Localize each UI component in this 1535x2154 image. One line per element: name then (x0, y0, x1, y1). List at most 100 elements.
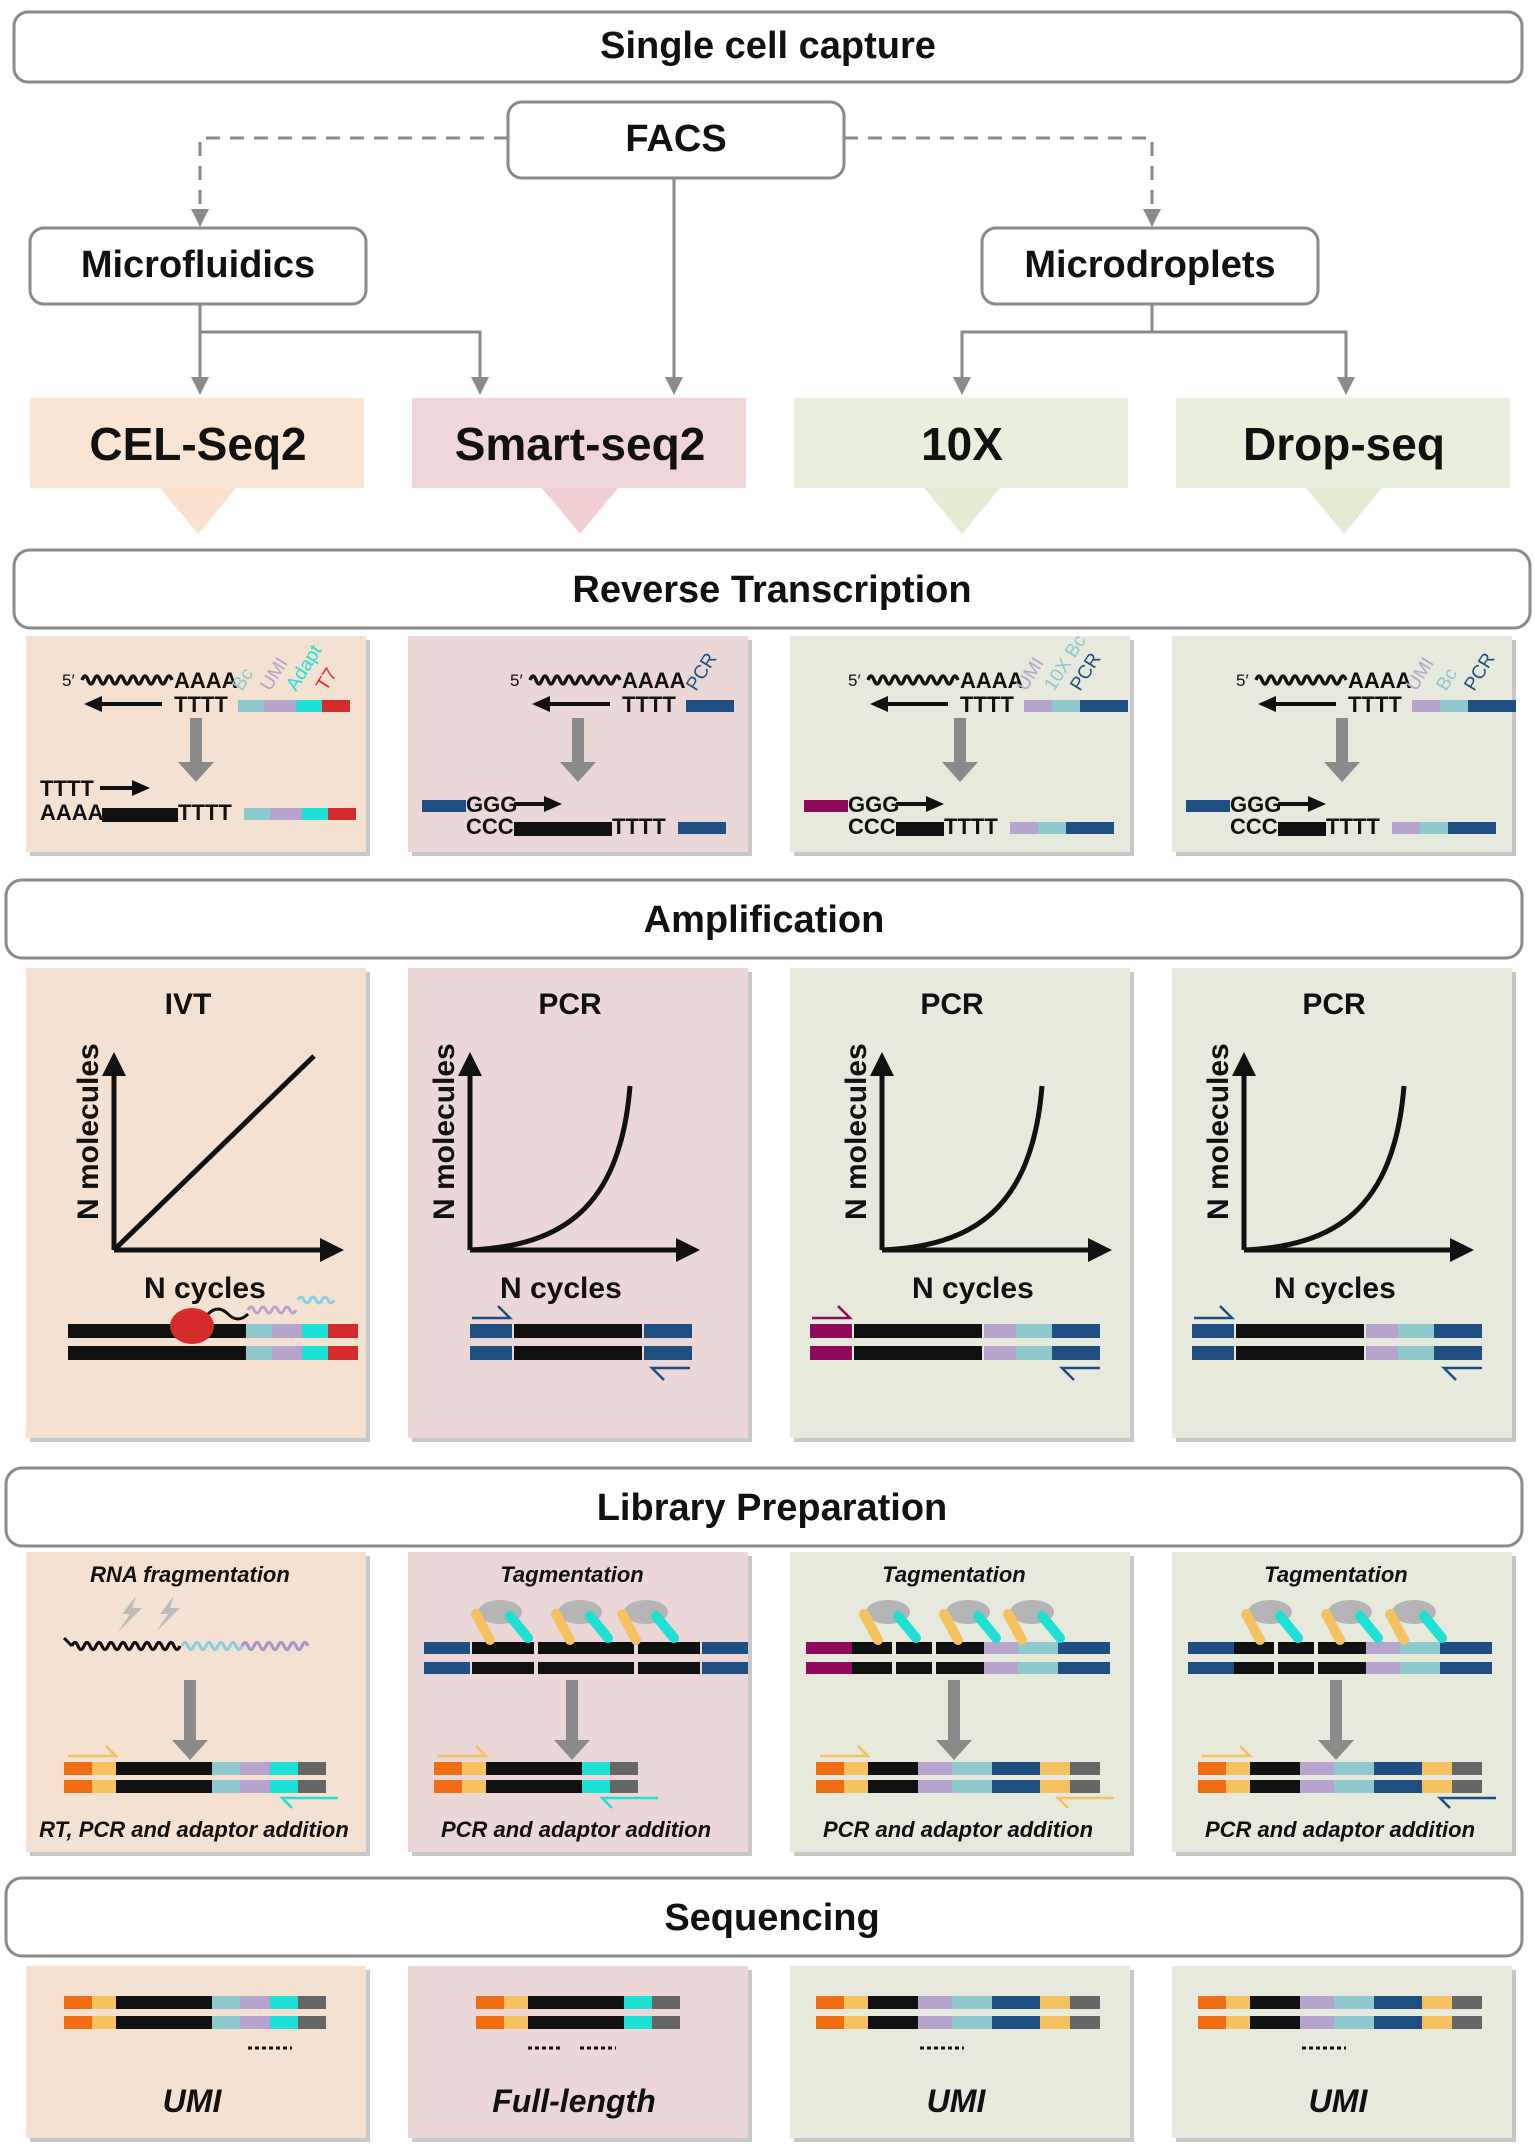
rt-panel-1-five-prime: 5′ (510, 671, 523, 690)
seq-panel-2-read2-seg-6 (1040, 2016, 1070, 2029)
lib-panel-0-prod1-seg-5 (270, 1762, 298, 1775)
lib-panel-3-arrow-head (1318, 1740, 1354, 1760)
lib-panel-1-tag2-seg-1 (472, 1662, 534, 1674)
lib-panel-1-tn-cyan-2 (651, 1611, 679, 1643)
amp-panel-0-y-arrowhead (102, 1052, 126, 1076)
amp-panel-2-s1-end-seg-1 (1016, 1324, 1052, 1338)
lib-panel-1-tag2-seg-3 (638, 1662, 700, 1674)
rt-panel-2-b-arrowhead (926, 796, 944, 812)
lib-panel-2-arrow-head (936, 1740, 972, 1760)
rt-panel-2-mrna (866, 674, 960, 686)
lib-panel-3-prod2-seg-2 (1250, 1780, 1300, 1793)
lib-panel-0-prod2-seg-3 (212, 1780, 240, 1793)
lib-panel-3-tag2-seg-6 (1440, 1662, 1492, 1674)
rt-panel-3-polyt: TTTT (1348, 692, 1402, 717)
lib-panel-2-tag1-seg-5 (1018, 1642, 1058, 1654)
amp-panel-0-strand-bot (68, 1346, 246, 1360)
lib-panel-3-tag1-seg-5 (1400, 1642, 1440, 1654)
amp-panel-2-s2-end-seg-2 (1052, 1346, 1100, 1360)
lib-panel-2-prod1-seg-0 (816, 1762, 844, 1775)
seq-panel-0 (26, 1966, 366, 2138)
amp-panel-2-primer-fwd (812, 1305, 854, 1320)
amp-panel-2-s2-end-seg-0 (984, 1346, 1016, 1360)
lib-panel-0-prod2-seg-1 (92, 1780, 116, 1793)
rt-panel-2-b3: TTTT (944, 814, 998, 839)
lib-panel-3-prod1-seg-2 (1250, 1762, 1300, 1775)
rt-panel-0-primer-seg-1 (264, 700, 296, 712)
rt-panel-2-bottom-seg-2 (1066, 822, 1114, 834)
lib-panel-3-tn-cyan-0 (1275, 1611, 1303, 1643)
lib-header-box (4, 1466, 1524, 1548)
amp-panel-3-s2-end-seg-1 (1398, 1346, 1434, 1360)
lib-panel-1-tag1-seg-3 (638, 1642, 700, 1654)
lib-panel-0-arrow-head (172, 1740, 208, 1760)
seq-panel-1 (408, 1966, 748, 2138)
lib-panel-3-prod2-seg-3 (1300, 1780, 1334, 1793)
seq-panel-0-read1-seg-1 (92, 1996, 116, 2009)
lib-panel-2-tag2-seg-6 (1058, 1662, 1110, 1674)
amp-panel-3-s2-cdna (1236, 1346, 1364, 1360)
seq-panel-2 (790, 1966, 1130, 2138)
rt-panel-0-polya: AAAA (174, 668, 238, 693)
lib-panel-3-prod2-seg-6 (1422, 1780, 1452, 1793)
lib-panel-1-tn-yellow-1 (551, 1609, 575, 1645)
rt-panel-0-b3: TTTT (178, 800, 232, 825)
lib-panel-3-prod2-seg-0 (1198, 1780, 1226, 1793)
seq-panel-2-read2-seg-5 (992, 2016, 1040, 2029)
amp-header-label: Amplification (644, 899, 885, 941)
seq-panel-3-read1-seg-0 (1198, 1996, 1226, 2009)
lib-panel-3-prod2-seg-5 (1374, 1780, 1422, 1793)
amp-panel-1-s1-tso (470, 1324, 512, 1338)
lib-panel-2-tn-cyan-0 (893, 1611, 921, 1643)
seq-panel-0-read1-seg-4 (240, 1996, 270, 2009)
seq-panel-2-read2-seg-4 (952, 2016, 992, 2029)
rt-panel-0-primer-seg-2 (296, 700, 322, 712)
lib-panel-3-title: Tagmentation (1264, 1562, 1407, 1587)
rt-panel-2-b1: GGG (848, 792, 899, 817)
amp-panel-3-ylabel: N molecules (1202, 1043, 1235, 1220)
lib-panel-0-frag-blue (180, 1640, 244, 1652)
rt-panel-3-primer-seg-2 (1468, 700, 1516, 712)
seq-panel-0-read2-seg-6 (298, 2016, 326, 2029)
lib-panel-0-prod-fwd (68, 1745, 120, 1758)
seq-panel-1-read2-seg-0 (476, 2016, 504, 2029)
lib-panel-1-tag2-seg-4 (702, 1662, 748, 1674)
amp-panel-3-s2-tso (1192, 1346, 1234, 1360)
lib-panel-3-tag2-seg-3 (1318, 1662, 1366, 1674)
amp-panel-3-x-arrowhead (1450, 1238, 1474, 1262)
amp-panel-0-strand-bot-end-seg-1 (272, 1346, 302, 1360)
amp-panel-3-s1-end-seg-0 (1366, 1324, 1398, 1338)
lib-panel-3-tn-yellow-0 (1241, 1609, 1265, 1645)
lib-panel-1-prod1-seg-2 (486, 1762, 582, 1775)
lib-panel-2-prod2-seg-5 (992, 1780, 1040, 1793)
lib-panel-0-prod2-seg-2 (116, 1780, 212, 1793)
rt-panel-1-primer-seg-0 (686, 700, 734, 712)
seq-panel-1-read1-seg-4 (652, 1996, 680, 2009)
seq-panel-2-read1-seg-5 (992, 1996, 1040, 2009)
rt-panel-2-arrow-shaft (954, 718, 966, 764)
lib-panel-3-prod1-seg-0 (1198, 1762, 1226, 1775)
rt-panel-0-bottom-seg-0 (244, 808, 270, 820)
lib-panel-3-prod2-seg-4 (1334, 1780, 1374, 1793)
seq-panel-0-read1-seg-5 (270, 1996, 298, 2009)
rt-panel-0-polyt: TTTT (174, 692, 228, 717)
amp-panel-2-y-arrowhead (870, 1052, 894, 1076)
lib-panel-3-tn-cyan-2 (1419, 1611, 1447, 1643)
lib-panel-3-prod2-seg-1 (1226, 1780, 1250, 1793)
seq-panel-3-read2-seg-3 (1300, 2016, 1334, 2029)
facs-label: FACS (625, 118, 726, 160)
lib-panel-0-prod1-seg-2 (116, 1762, 212, 1775)
lib-panel-0-prod1-seg-1 (92, 1762, 116, 1775)
seq-panel-3-read1-seg-3 (1300, 1996, 1334, 2009)
seq-panel-2-read1-seg-1 (844, 1996, 868, 2009)
rt-panel-1-arrow-head (560, 762, 596, 782)
lib-panel-3-tag1-seg-3 (1318, 1642, 1366, 1654)
lib-panel-1-prod2-seg-3 (582, 1780, 610, 1793)
method-down-arrow-0 (160, 488, 236, 534)
lib-panel-1-tn-yellow-0 (471, 1609, 495, 1645)
seq-panel-3-read2-seg-0 (1198, 2016, 1226, 2029)
rt-panel-0-arrow-head (178, 762, 214, 782)
lib-panel-3-prod1-seg-3 (1300, 1762, 1334, 1775)
seq-panel-3-read1-seg-6 (1422, 1996, 1452, 2009)
seq-panel-2-read1-seg-2 (868, 1996, 918, 2009)
